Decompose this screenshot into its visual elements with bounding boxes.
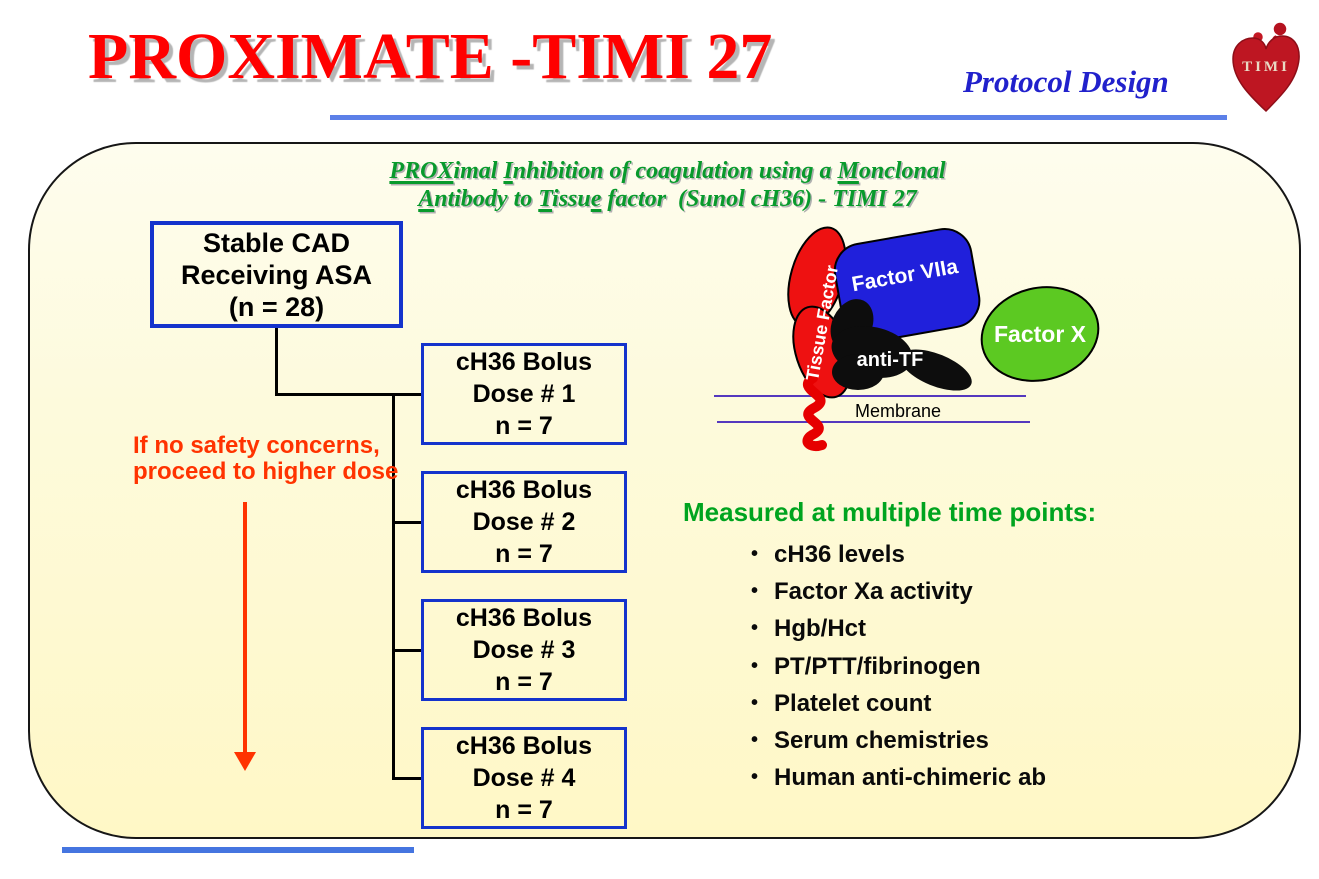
anti-tf-arm-right [900,349,972,391]
timi-heart-logo-icon: TIMI [1232,21,1300,113]
connector-stub-4 [395,777,421,780]
anti-tf-lobe-lower [832,354,884,390]
study-title-line1: PROXimal Inhibition of coagulation using… [389,158,946,184]
list-item: Factor Xa activity [751,574,1046,611]
logo-figure-large-head [1272,21,1288,37]
study-title: PROXimal Inhibition of coagulation using… [335,157,1000,213]
connector-stub-2 [395,521,421,524]
title-underline [330,115,1227,120]
escalation-arrow-head-icon [234,752,256,771]
list-item: PT/PTT/fibrinogen [751,649,1046,686]
list-item: Hgb/Hct [751,611,1046,648]
connector-stub-1 [395,393,421,396]
protocol-design-label: Protocol Design [963,64,1169,99]
factor-x-shape [980,286,1100,382]
connector-stub-3 [395,649,421,652]
logo-text: TIMI [1242,59,1290,75]
dose-box-1: cH36 Bolus Dose # 1 n = 7 [421,343,627,445]
factor-x-label: Factor X [994,321,1087,347]
membrane-label: Membrane [855,401,941,421]
measured-heading: Measured at multiple time points: [683,497,1097,527]
list-item: Platelet count [751,686,1046,723]
content-panel [28,142,1301,839]
list-item: cH36 levels [751,537,1046,574]
logo-heart [1232,35,1300,113]
page-title: PROXIMATE -TIMI 27 [88,20,773,93]
root-box-stable-cad: Stable CAD Receiving ASA (n = 28) [150,221,403,328]
list-item: Serum chemistries [751,723,1046,760]
list-item: Human anti-chimeric ab [751,760,1046,797]
connector-root-down [275,328,278,396]
tissue-factor-anchor-squiggle [802,373,827,451]
coagulation-diagram: Membrane Factor VIIa anti-TF Tissue Fact… [714,226,1100,451]
study-title-line2: Antibody to Tissue factor (Sunol cH36) -… [418,186,917,212]
connector-trunk [392,393,395,780]
dose-box-4: cH36 Bolus Dose # 4 n = 7 [421,727,627,829]
anti-tf-label: anti-TF [857,349,924,371]
measured-list: cH36 levels Factor Xa activity Hgb/Hct P… [751,537,1046,797]
dose-box-3: cH36 Bolus Dose # 3 n = 7 [421,599,627,701]
bottom-underline [62,847,414,853]
connector-root-across [275,393,395,396]
dose-box-2: cH36 Bolus Dose # 2 n = 7 [421,471,627,573]
escalation-arrow-line [243,502,247,754]
safety-note: If no safety concerns, proceed to higher… [133,432,399,485]
